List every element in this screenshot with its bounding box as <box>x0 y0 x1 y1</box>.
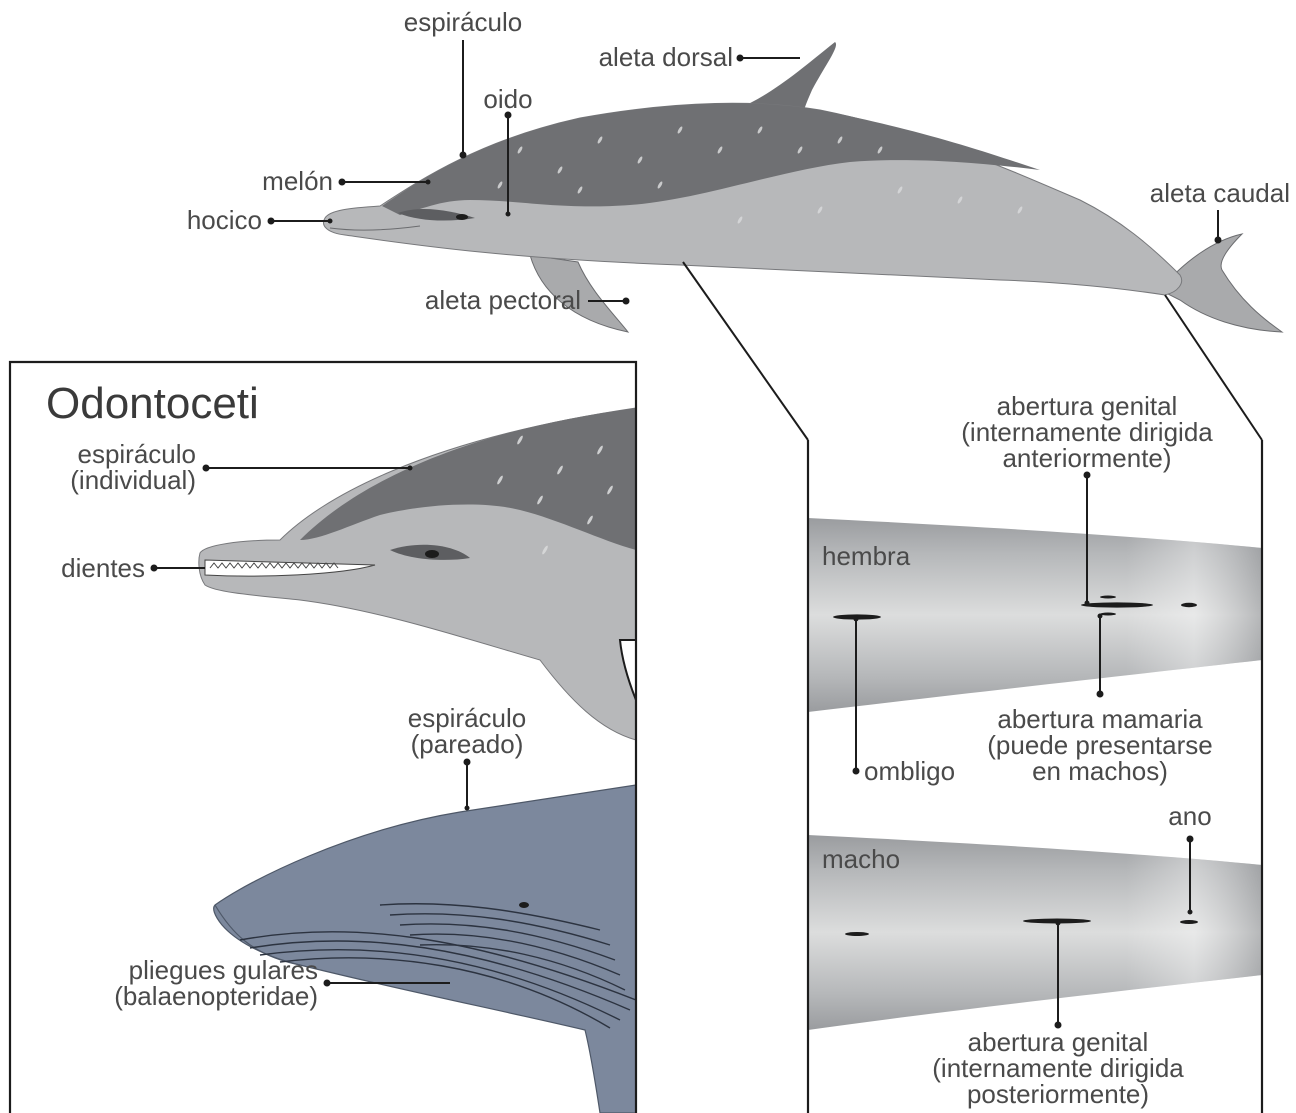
panel-title-odontoceti: Odontoceti <box>46 379 259 428</box>
label-aleta-pectoral: aleta pectoral <box>425 285 581 315</box>
label-dientes: dientes <box>61 553 145 583</box>
label-abertura-genital-macho-3: posteriormente) <box>967 1079 1149 1109</box>
label-aleta-caudal: aleta caudal <box>1150 178 1290 208</box>
label-espiraculo-individual-2: (individual) <box>70 465 196 495</box>
label-hembra: hembra <box>822 541 911 571</box>
label-ombligo: ombligo <box>864 756 955 786</box>
label-ano: ano <box>1168 801 1211 831</box>
label-espiraculo: espiráculo <box>404 7 523 37</box>
label-abertura-genital-hembra-3: anteriormente) <box>1002 443 1171 473</box>
label-melon: melón <box>262 166 333 196</box>
label-espiraculo-pareado-2: (pareado) <box>411 729 524 759</box>
label-pliegues-gulares-2: (balaenopteridae) <box>114 981 318 1011</box>
label-macho: macho <box>822 844 900 874</box>
label-hocico: hocico <box>187 205 262 235</box>
label-oido: oido <box>483 84 532 114</box>
label-abertura-mamaria-3: en machos) <box>1032 756 1168 786</box>
label-aleta-dorsal: aleta dorsal <box>599 42 733 72</box>
